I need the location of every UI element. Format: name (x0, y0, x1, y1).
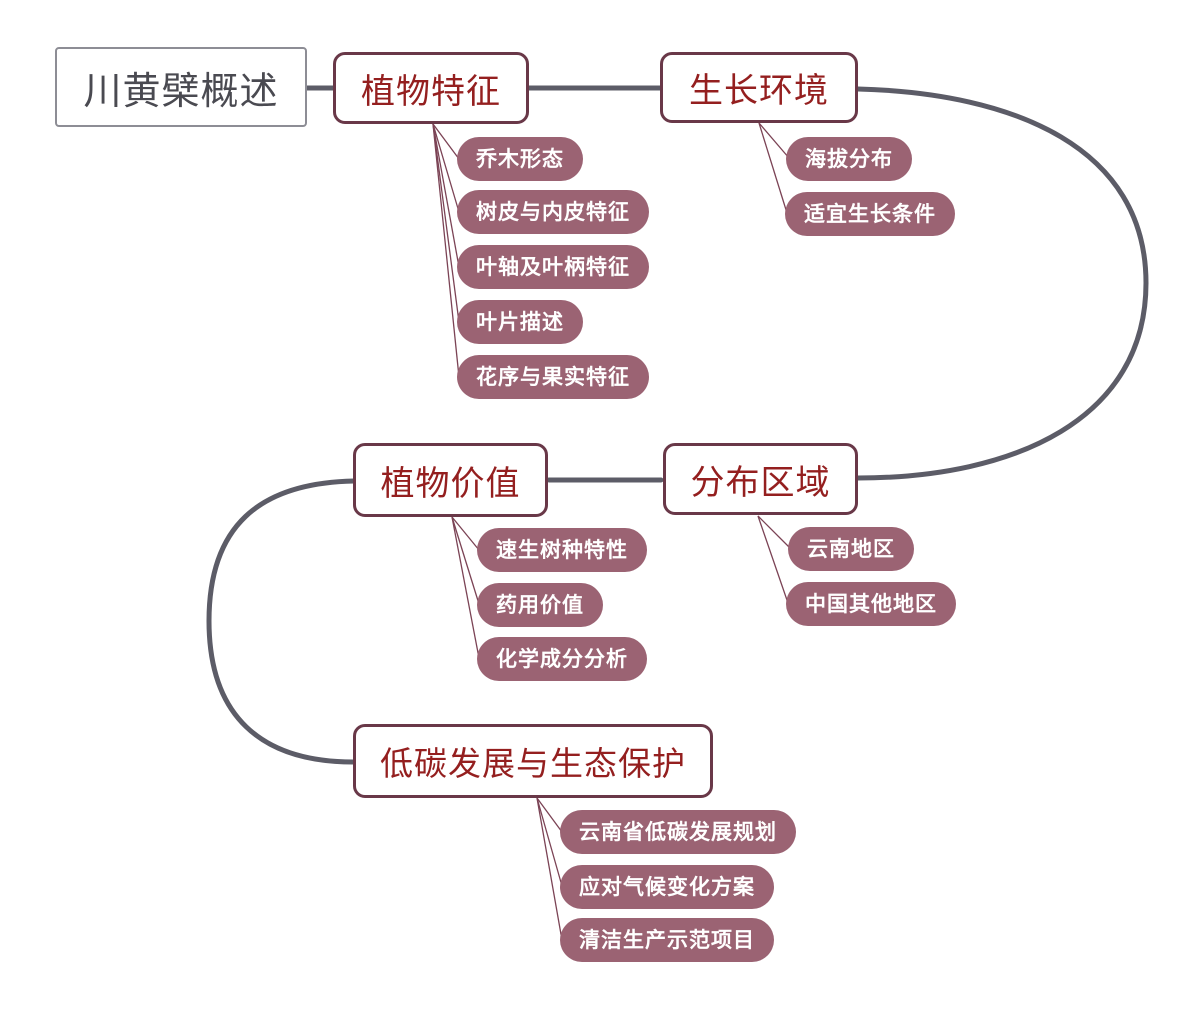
node-label: 植物特征 (361, 71, 501, 112)
subtopic-medicinal-value[interactable]: 药用价值 (477, 583, 603, 627)
subtopic-leaf-axis-petiole[interactable]: 叶轴及叶柄特征 (457, 245, 649, 289)
subtopic-suitable-conditions[interactable]: 适宜生长条件 (785, 192, 955, 236)
subtopic-climate-change-response[interactable]: 应对气候变化方案 (560, 865, 774, 909)
branch-line-plant-value-3 (451, 516, 480, 659)
subtopic-chemical-analysis[interactable]: 化学成分分析 (477, 637, 647, 681)
branch-line-plant-value-1 (451, 516, 480, 551)
branch-line-low-carbon-3 (536, 797, 563, 941)
branch-line-plant-features-4 (432, 123, 460, 323)
branch-line-plant-features-1 (432, 123, 460, 160)
subtopic-inflorescence-fruit[interactable]: 花序与果实特征 (457, 355, 649, 399)
branch-line-plant-features-5 (432, 123, 460, 378)
subtopic-altitude-distribution[interactable]: 海拔分布 (786, 137, 912, 181)
subtopic-fast-growing-traits[interactable]: 速生树种特性 (477, 528, 647, 572)
node-label: 植物价值 (380, 463, 521, 504)
node-label: 低碳发展与生态保护 (380, 744, 686, 783)
node-plant-features[interactable]: 植物特征 (333, 52, 529, 124)
branch-line-low-carbon-2 (536, 797, 563, 887)
branch-line-growth-env-2 (758, 122, 788, 214)
branch-line-low-carbon-1 (536, 797, 563, 833)
branch-line-distribution-2 (757, 515, 789, 604)
branch-line-distribution-1 (757, 515, 791, 549)
node-low-carbon-ecology[interactable]: 低碳发展与生态保护 (353, 724, 713, 798)
link-plant-value-to-low-carbon-curve (206, 478, 357, 765)
node-distribution-area[interactable]: 分布区域 (663, 443, 858, 515)
subtopic-leaf-description[interactable]: 叶片描述 (457, 300, 583, 344)
subtopic-other-china-regions[interactable]: 中国其他地区 (786, 582, 956, 626)
branch-line-plant-features-3 (432, 123, 460, 268)
node-label: 生长环境 (689, 71, 829, 111)
subtopic-bark-innerbark[interactable]: 树皮与内皮特征 (457, 190, 649, 234)
link-growth-env-to-distribution-curve (855, 86, 1149, 481)
subtopic-tree-form[interactable]: 乔木形态 (457, 137, 583, 181)
node-plant-value[interactable]: 植物价值 (353, 443, 548, 517)
branch-line-plant-features-2 (432, 123, 460, 213)
branch-line-growth-env-1 (758, 122, 790, 159)
subtopic-clean-production-demo[interactable]: 清洁生产示范项目 (560, 918, 774, 962)
branch-line-plant-value-2 (451, 516, 480, 605)
root-node-overview[interactable]: 川黄檗概述 (55, 47, 307, 127)
node-label: 分布区域 (690, 462, 831, 503)
node-growth-environment[interactable]: 生长环境 (660, 52, 858, 123)
subtopic-yunnan-lowcarbon-plan[interactable]: 云南省低碳发展规划 (560, 810, 796, 854)
root-node-label: 川黄檗概述 (83, 68, 279, 113)
subtopic-yunnan-region[interactable]: 云南地区 (788, 527, 914, 571)
